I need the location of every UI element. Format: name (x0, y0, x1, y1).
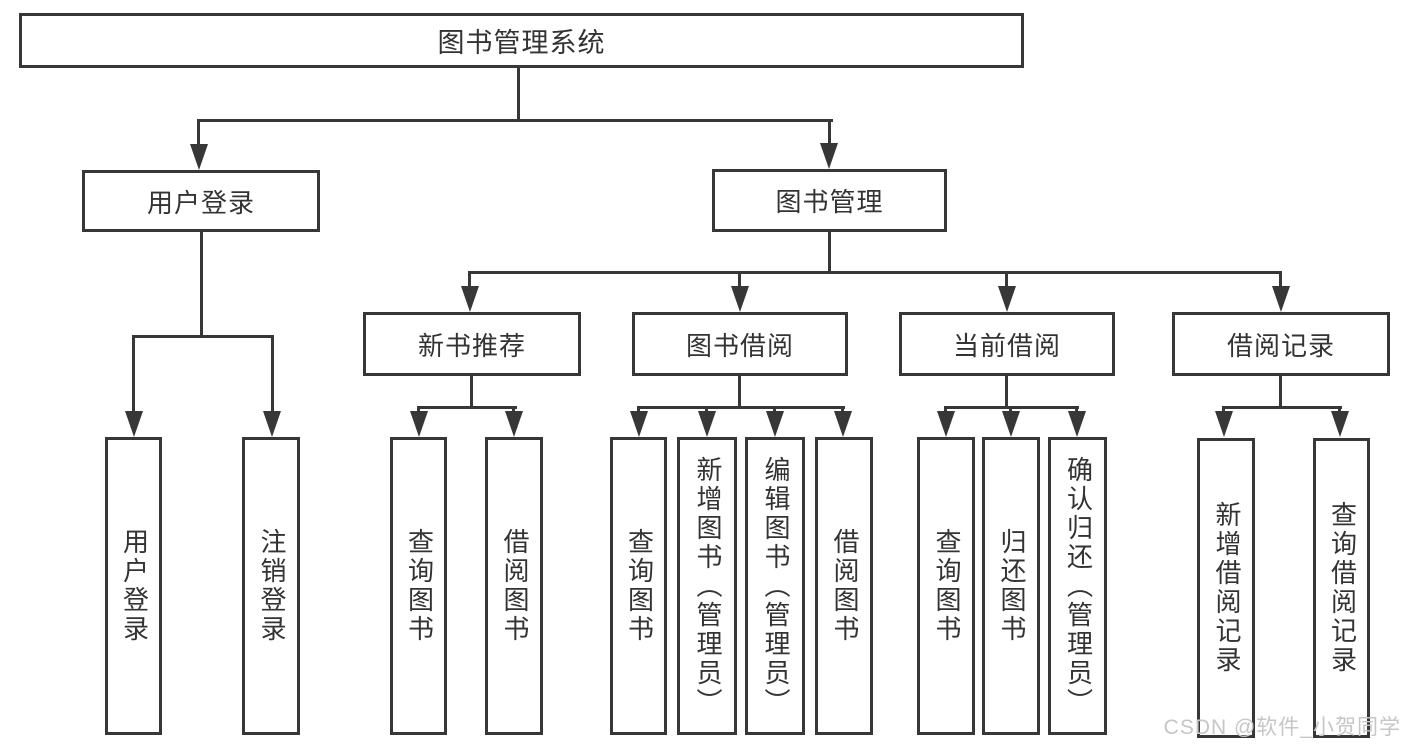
connector-line (944, 406, 947, 415)
connector-line (1009, 406, 1012, 415)
connector-line (132, 335, 135, 413)
node-label: 借阅记录 (1226, 330, 1335, 361)
leaf-query-books: 查询图书 (610, 437, 667, 735)
connector-line (705, 406, 708, 415)
node-new-book-recommendation: 新书推荐 (363, 312, 581, 376)
node-label: 当前借阅 (952, 330, 1061, 361)
arrow-down-icon (263, 411, 281, 437)
connector-line (1338, 406, 1341, 415)
arrow-down-icon (125, 411, 143, 437)
leaf-label: 注销登录 (256, 528, 287, 644)
arrow-down-icon (410, 411, 428, 437)
arrow-down-icon (766, 411, 784, 437)
leaf-query-books: 查询图书 (390, 437, 447, 735)
node-library-management-system: 图书管理系统 (19, 13, 1024, 68)
connector-line (512, 406, 515, 415)
connector-line (841, 406, 844, 415)
arrow-down-icon (820, 143, 838, 169)
connector-line (637, 406, 640, 415)
arrow-down-icon (1002, 411, 1020, 437)
connector-line (517, 68, 520, 121)
leaf-borrow-books: 借阅图书 (485, 437, 543, 735)
leaf-label: 新增借阅记录 (1211, 501, 1242, 675)
arrow-down-icon (1272, 286, 1290, 312)
connector-line (738, 271, 741, 288)
connector-line (828, 119, 831, 146)
leaf-user-login: 用户登录 (105, 437, 162, 735)
node-book-borrowing: 图书借阅 (632, 312, 848, 376)
node-label: 图书借阅 (685, 330, 794, 361)
arrow-down-icon (1331, 411, 1349, 437)
leaf-add-book-admin: 新增图书（管理员） (677, 437, 737, 735)
connector-line (1279, 376, 1282, 408)
connector-line (271, 335, 274, 413)
arrow-down-icon (834, 411, 852, 437)
node-label: 图书管理系统 (437, 28, 606, 58)
node-label: 图书管理 (775, 187, 884, 217)
arrow-down-icon (937, 411, 955, 437)
arrow-down-icon (731, 286, 749, 312)
connector-line (637, 406, 845, 409)
leaf-borrow-books: 借阅图书 (815, 437, 873, 735)
arrow-down-icon (998, 286, 1016, 312)
node-label: 用户登录 (146, 187, 255, 218)
arrow-down-icon (190, 144, 208, 170)
leaf-label: 确认归还（管理员） (1063, 455, 1094, 717)
leaf-label: 借阅图书 (829, 528, 860, 644)
connector-line (1222, 406, 1225, 415)
connector-line (417, 406, 420, 415)
leaf-label: 新增图书（管理员） (692, 455, 723, 717)
connector-line (468, 271, 1282, 274)
leaf-query-borrow-record: 查询借阅记录 (1313, 438, 1370, 738)
connector-line (1222, 406, 1342, 409)
arrow-down-icon (1215, 411, 1233, 437)
connector-line (197, 119, 833, 122)
connector-line (1075, 406, 1078, 415)
connector-line (828, 232, 831, 273)
connector-line (417, 406, 517, 409)
leaf-confirm-return-admin: 确认归还（管理员） (1048, 437, 1107, 735)
connector-line (1005, 376, 1008, 408)
leaf-label: 查询借阅记录 (1327, 501, 1358, 675)
connector-line (132, 335, 274, 338)
leaf-label: 查询图书 (404, 528, 435, 644)
leaf-label: 编辑图书（管理员） (760, 455, 791, 717)
arrow-down-icon (1068, 411, 1086, 437)
node-user-login: 用户登录 (82, 170, 320, 232)
leaf-edit-book-admin: 编辑图书（管理员） (745, 437, 805, 735)
arrow-down-icon (505, 411, 523, 437)
leaf-label: 借阅图书 (499, 528, 530, 644)
leaf-query-books: 查询图书 (917, 437, 975, 735)
node-borrowing-records: 借阅记录 (1172, 312, 1390, 376)
arrow-down-icon (461, 286, 479, 312)
csdn-watermark: CSDN @软件_小贺同学 (1163, 716, 1401, 739)
leaf-label: 查询图书 (931, 528, 962, 644)
connector-line (738, 376, 741, 408)
leaf-logout: 注销登录 (242, 437, 300, 735)
connector-line (468, 271, 471, 288)
connector-line (197, 119, 200, 147)
arrow-down-icon (630, 411, 648, 437)
leaf-label: 查询图书 (624, 528, 655, 644)
leaf-add-borrow-record: 新增借阅记录 (1197, 438, 1255, 738)
node-current-borrowing: 当前借阅 (899, 312, 1115, 376)
node-book-management: 图书管理 (712, 169, 947, 232)
connector-line (1005, 271, 1008, 288)
leaf-label: 用户登录 (119, 528, 150, 644)
connector-line (200, 232, 203, 337)
leaf-label: 归还图书 (996, 528, 1027, 644)
arrow-down-icon (698, 411, 716, 437)
leaf-return-book: 归还图书 (982, 437, 1040, 735)
connector-line (470, 376, 473, 408)
node-label: 新书推荐 (417, 330, 526, 361)
connector-line (773, 406, 776, 415)
connector-line (1279, 271, 1282, 288)
